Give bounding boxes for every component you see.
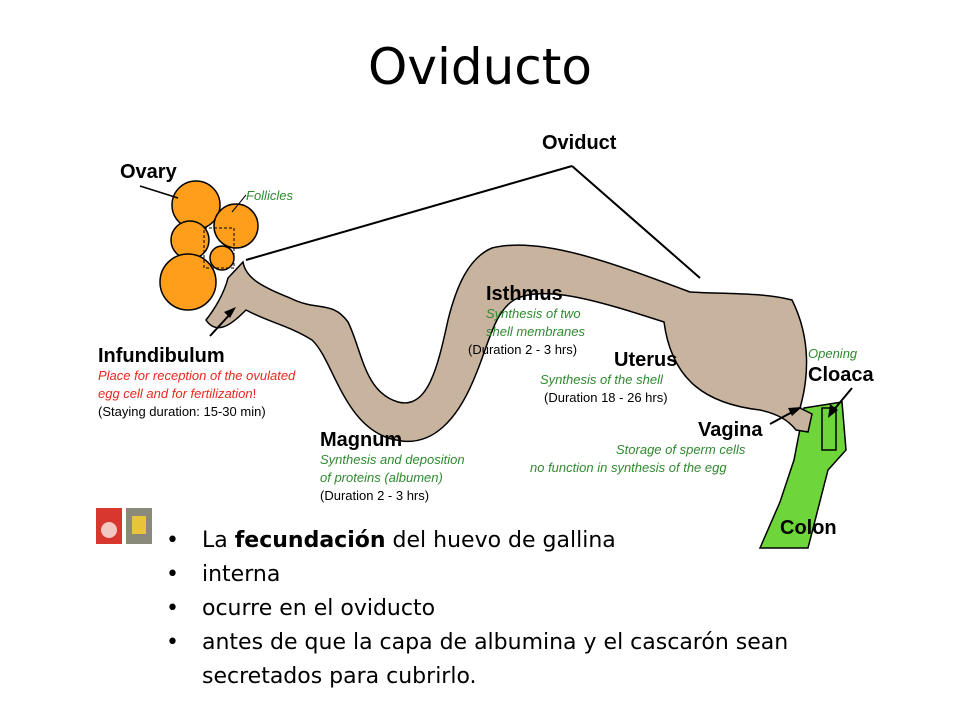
bullet-item: interna [162,558,902,592]
slide-title: Oviducto [368,38,592,96]
bullet-item: antes de que la capa de albumina y el ca… [162,626,902,694]
magnum-label: Magnum [320,429,402,451]
oviduct-label: Oviduct [542,132,617,154]
infundibulum-duration: (Staying duration: 15-30 min) [98,404,266,419]
vagina-desc-2: no function in synthesis of the egg [530,460,727,475]
follicles-label: Follicles [246,188,293,203]
magnum-desc-2: of proteins (albumen) [320,470,443,485]
cloaca-arrowhead [828,404,838,418]
ovary [159,180,259,311]
isthmus-desc-1: Synthesis of two [486,306,581,321]
oviduct-leader-left [245,165,573,261]
oviduct-leader-right [571,165,701,279]
isthmus-duration: (Duration 2 - 3 hrs) [468,342,577,357]
magnum-desc-1: Synthesis and deposition [320,452,465,467]
uterus-label: Uterus [614,349,677,371]
cloaca-label: Cloaca [808,364,874,386]
ovary-leader [139,185,179,199]
isthmus-desc-2: shell membranes [486,324,585,339]
cloaca-opening [821,407,837,451]
infundibulum-exclamation: ! [253,386,257,401]
bullet-list: La fecundación del huevo de gallina inte… [162,524,902,694]
bullet-item: La fecundación del huevo de gallina [162,524,902,558]
follicle-core [203,227,235,269]
infundibulum-desc-2: egg cell and for fertilization! [98,386,256,401]
vagina-desc-1: Storage of sperm cells [616,442,746,457]
uterus-duration: (Duration 18 - 26 hrs) [544,390,668,405]
infundibulum-label: Infundibulum [98,345,225,367]
ovary-label: Ovary [120,161,178,183]
bullet-bold-term: fecundación [234,528,386,553]
follicles-leader [231,194,247,213]
infundibulum-desc-1: Place for reception of the ovulated [98,368,296,383]
opening-label: Opening [808,346,858,361]
isthmus-label: Isthmus [486,283,563,305]
vagina-arrowhead [788,407,802,416]
bullet-item: ocurre en el oviducto [162,592,902,626]
magnum-duration: (Duration 2 - 3 hrs) [320,488,429,503]
oviduct-tract [205,244,813,443]
vagina-label: Vagina [698,419,763,441]
infundibulum-arrowhead [224,307,236,318]
university-logo [96,508,152,544]
uterus-desc-1: Synthesis of the shell [540,372,664,387]
